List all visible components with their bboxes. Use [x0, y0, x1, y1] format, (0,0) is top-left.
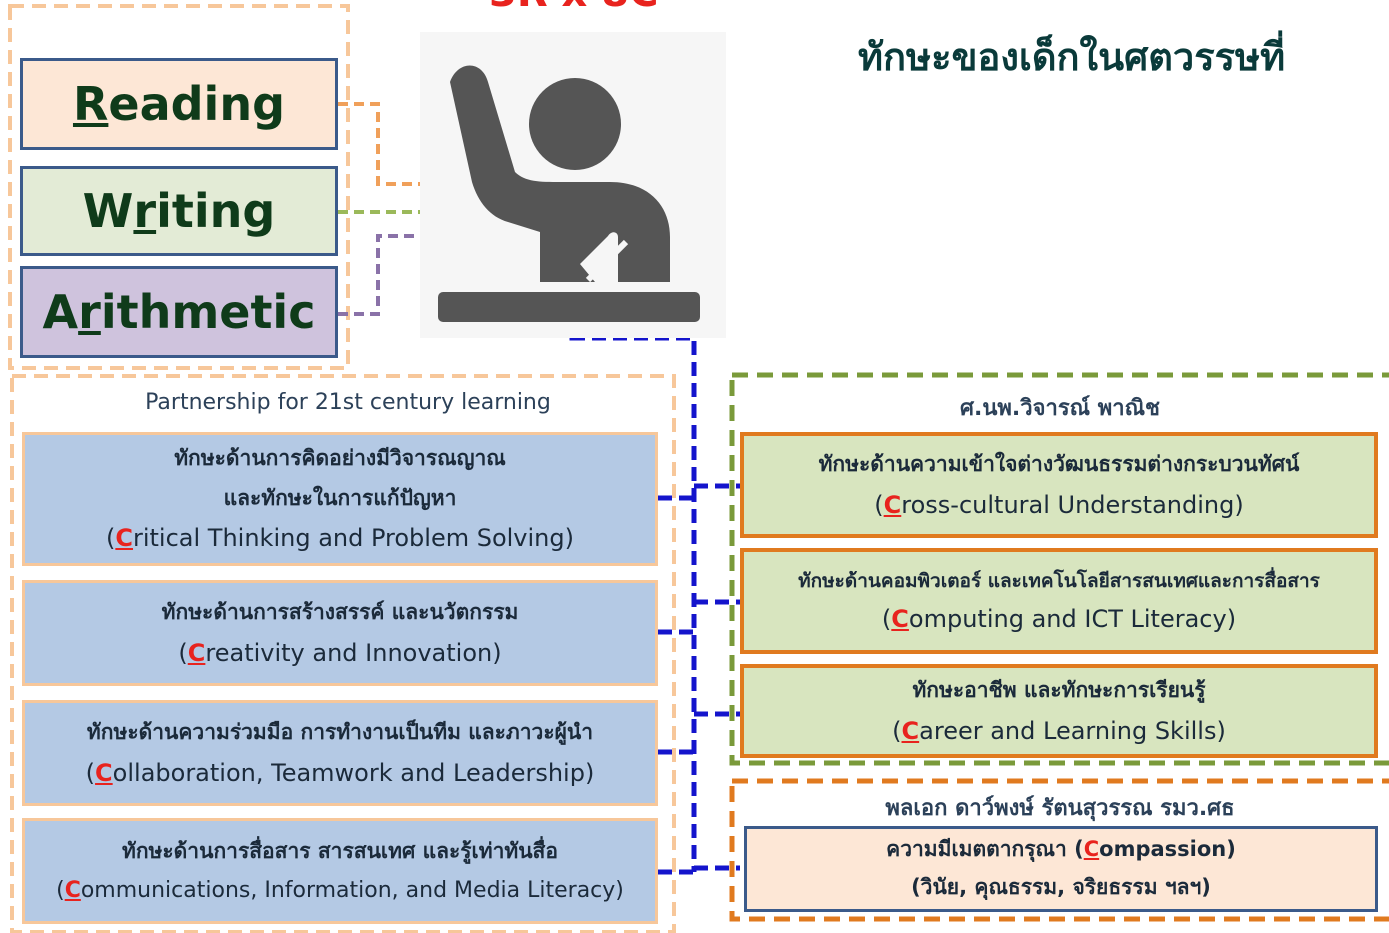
item-thai-line1: ทักษะด้านคอมพิวเตอร์ และเทคโนโลยีสารสนเท… [798, 569, 1320, 592]
item-english: (Communications, Information, and Media … [56, 878, 624, 904]
item-english: (Creativity and Innovation) [178, 638, 502, 667]
arithmetic-first: A [42, 285, 79, 339]
vicharn-group-border [729, 372, 1389, 766]
p21-item-communications: ทักษะด้านการสื่อสาร สารสนเทศ และรู้เท่าท… [22, 818, 658, 924]
item-thai-line1: ทักษะด้านการสร้างสรรค์ และนวัตกรรม [161, 599, 519, 624]
vicharn-item-cross-cultural: ทักษะด้านความเข้าใจต่างวัฒนธรรมต่างกระบว… [740, 432, 1378, 538]
dapong-title: พลเอก ดาว์พงษ์ รัตนสุวรรณ รมว.ศธ [885, 796, 1235, 821]
item-thai-line1: ทักษะด้านความร่วมมือ การทำงานเป็นทีม และ… [86, 719, 594, 744]
p21-item-critical-thinking: ทักษะด้านการคิดอย่างมีวิจารณญาณ และทักษะ… [22, 432, 658, 566]
item-thai-line1: ทักษะด้านความเข้าใจต่างวัฒนธรรมต่างกระบว… [818, 451, 1300, 476]
writing-underlined: r [133, 184, 157, 238]
vicharn-title: ศ.นพ.วิจารณ์ พาณิช [960, 396, 1160, 421]
vicharn-item-computing: ทักษะด้านคอมพิวเตอร์ และเทคโนโลยีสารสนเท… [740, 548, 1378, 654]
arithmetic-rest: ithmetic [100, 285, 316, 339]
item-english: (Career and Learning Skills) [892, 716, 1226, 745]
item-thai-line2: และทักษะในการแก้ปัญหา [223, 485, 457, 510]
arithmetic-underlined: r [78, 285, 101, 339]
p21-item-creativity: ทักษะด้านการสร้างสรรค์ และนวัตกรรม (Crea… [22, 580, 658, 686]
p21-group-border [10, 374, 676, 933]
compassion-line2: (วินัย, คุณธรรม, จริยธรรม ฯลฯ) [911, 875, 1211, 899]
dapong-group-border [729, 778, 1389, 922]
reading-underlined: R [72, 77, 109, 131]
dapong-item-compassion: ความมีเมตตากรุณา (Compassion) (วินัย, คุ… [744, 826, 1378, 912]
item-english: (Cross-cultural Understanding) [874, 490, 1244, 519]
arithmetic-connector [338, 234, 420, 316]
item-english: (Collaboration, Teamwork and Leadership) [85, 758, 595, 787]
p21-item-collaboration: ทักษะด้านความร่วมมือ การทำงานเป็นทีม และ… [22, 700, 658, 806]
student-raising-hand-icon [420, 32, 726, 338]
reading-connector [338, 102, 420, 186]
compassion-line1: ความมีเมตตากรุณา (Compassion) [886, 837, 1236, 862]
item-english: (Computing and ICT Literacy) [881, 604, 1237, 633]
item-thai-line1: ทักษะด้านการสื่อสาร สารสนเทศ และรู้เท่าท… [121, 839, 558, 864]
three-r-group-border [8, 4, 350, 370]
p21-title: Partnership for 21st century learning [145, 390, 551, 415]
page-title: ทักษะของเด็กในศตวรรษที่ [858, 35, 1286, 79]
item-thai-line1: ทักษะด้านการคิดอย่างมีวิจารณญาณ [174, 445, 506, 470]
writing-first: W [82, 184, 134, 238]
item-english: (Critical Thinking and Problem Solving) [105, 524, 574, 553]
vicharn-item-career: ทักษะอาชีพ และทักษะการเรียนรู้ (Career a… [740, 664, 1378, 758]
item-thai-line1: ทักษะอาชีพ และทักษะการเรียนรู้ [912, 677, 1206, 702]
reading-rest: eading [108, 77, 286, 131]
writing-rest: iting [156, 184, 276, 238]
